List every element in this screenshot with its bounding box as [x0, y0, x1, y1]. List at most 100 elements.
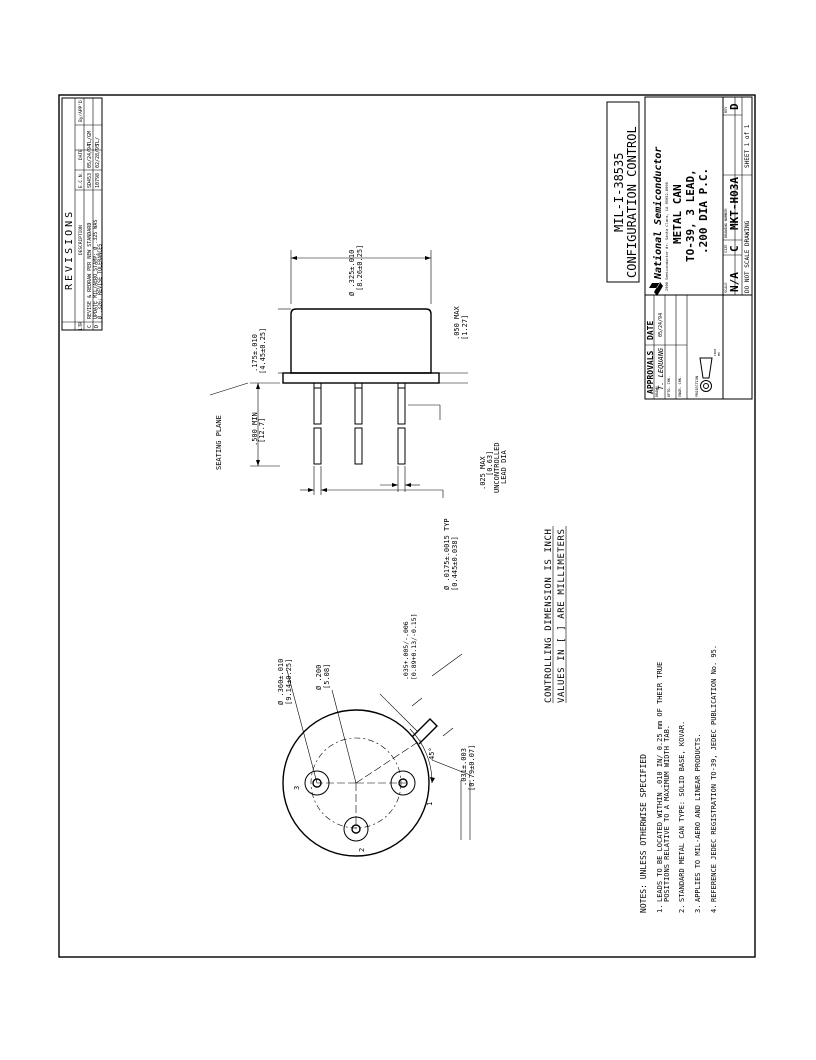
lead-zone-2: [0.63] — [486, 451, 494, 476]
rev-row-d-description-1: UPDATE MIL/AERO STAMP; Ø .325 WAS — [92, 220, 99, 319]
orientation-tab — [411, 718, 438, 745]
note-1-line-2: POSITIONS RELATIVE TO A MAXIMUM WIDTH TA… — [663, 725, 671, 902]
rev-label: REV — [724, 106, 728, 113]
engr-chk-label: ENGR. CHK. — [678, 376, 682, 397]
rev-row-c-ecn: SD453 — [87, 173, 93, 188]
lead-zone-4: LEAD DIA — [500, 449, 508, 484]
rev-header-byappd: By/APP'D — [78, 100, 84, 122]
note-3-number: 3. — [694, 905, 702, 913]
rev-row-c-byappd: TL/GM — [87, 131, 93, 146]
company-logo — [649, 282, 663, 296]
pc-dia-dim-mm: [5.08] — [323, 664, 331, 689]
cap-height-dim-mm: [4.45±0.25] — [259, 328, 267, 374]
rev-row-d-description-2: Ø .326; REVISE TOLERANCES — [97, 244, 104, 319]
date-header: DATE — [646, 321, 655, 340]
leads — [313, 383, 406, 465]
drawn-label: DRAWN — [655, 386, 659, 397]
drawn-date: 05/24/94 — [658, 313, 664, 337]
do-not-scale: DO NOT SCALE DRAWING — [744, 220, 751, 293]
drawing-title-1: METAL CAN — [671, 184, 684, 244]
approvals-label: APPROVALS — [646, 350, 655, 394]
pin-1-label: 1 — [426, 802, 434, 806]
notes-heading: NOTES: UNLESS OTHERWISE SPECIFIED — [639, 754, 648, 913]
title-block: APPROVALS DATE DRAWN T. LEQUANG 05/24/94… — [644, 96, 753, 400]
note-1-line-1: LEADS TO BE LOCATED WITHIN .010 IN/ 0.25… — [656, 662, 664, 902]
sheet-border — [58, 94, 756, 958]
rev-header-ecn: E.C.N. — [78, 172, 84, 188]
note-2-number: 2. — [678, 905, 686, 913]
rev-row-c-description: REVISE & REDRAW PER NEW STANDARD — [87, 223, 93, 319]
lead-dia-dim: Ø .0175±.0015 TYP — [443, 518, 451, 590]
note-1-number: 1. — [656, 905, 664, 913]
scale-value: N/A — [728, 272, 741, 292]
flange-dia-dim-mm: [9.14±0.25] — [285, 659, 293, 705]
lead-zone-3: UNCONTROLLED — [493, 442, 501, 493]
flange-dim-mm: [1.27] — [461, 315, 469, 340]
rev-row-c-date: 05/24/94 — [87, 144, 93, 168]
rev-header-description: DESCRIPTION — [78, 225, 84, 255]
rev-value: D — [728, 103, 741, 110]
tab-len-dim: .031±.003 — [460, 748, 468, 786]
controlling-line-2: VALUES IN [ ] ARE MILLIMETERS — [557, 528, 567, 703]
drawing-number-label: DRAWING NUMBER — [724, 208, 728, 238]
pin-3-label: 3 — [293, 786, 301, 790]
mil-stamp: MIL-I-38535 CONFIGURATION CONTROL — [606, 101, 640, 283]
cap-height-dim: .175±.010 — [251, 334, 259, 372]
projection-label: PROJECTION — [695, 376, 699, 397]
seating-plane-label: SEATING PLANE — [215, 415, 223, 470]
rev-row-c-ltr: C — [87, 325, 93, 328]
tab-len-dim-mm: [0.79±0.07] — [468, 745, 476, 791]
pin-2-label: 2 — [358, 848, 366, 852]
rev-header-ltr: LTR — [78, 322, 84, 330]
flange-circle — [282, 709, 430, 857]
projection-symbol: PROJECTION INCH MM — [695, 349, 721, 397]
scale-label: SCALE — [724, 282, 728, 293]
revisions-title: REVISIONS — [64, 209, 75, 290]
pc-dia-dim: Ø .200 — [315, 665, 323, 690]
can-flange — [282, 372, 440, 384]
angle-label: 45° — [428, 747, 436, 760]
lead-dia-dim-mm: [0.445±0.038] — [451, 536, 459, 591]
notes: NOTES: UNLESS OTHERWISE SPECIFIED 1. LEA… — [639, 645, 718, 913]
note-4-line-1: REFERENCE JEDEC REGISTRATION TO-39, JEDE… — [710, 645, 718, 902]
tab-width-dim-mm: [0.89+0.13/-0.15] — [410, 613, 418, 680]
rev-row-d-ecn: 10798 — [95, 173, 101, 188]
size-value: C — [728, 245, 741, 252]
lead-length-dim: .500 MIN — [251, 412, 259, 446]
stamp-line-1: MIL-I-38535 — [612, 153, 626, 232]
body-dia-dim: Ø .325±.010 — [348, 250, 356, 296]
mm-label: MM — [717, 352, 721, 356]
inch-label: INCH — [713, 349, 717, 356]
flange-dia-dim: Ø .360±.010 — [277, 659, 285, 705]
drawing-number: MKT-H03A — [728, 177, 741, 230]
drawing-title-2: TO-39, 3 LEAD, — [684, 169, 697, 262]
can-body — [290, 308, 432, 374]
size-label: SIZE — [724, 245, 728, 253]
rev-header-date: DATE — [78, 149, 84, 160]
lead-length-dim-mm: [12.7] — [258, 418, 266, 443]
rev-row-d-ltr: D — [94, 325, 100, 328]
flange-dim: .050 MAX — [453, 305, 461, 340]
drawing-title-3: .200 DIA P.C. — [697, 168, 710, 254]
rev-row-d-date: 02/28/95 — [95, 144, 101, 168]
stamp-line-2: CONFIGURATION CONTROL — [625, 126, 639, 278]
bottom-view: 1 2 3 45° Ø .360±.010 [9.14±0.25] Ø .200… — [277, 613, 476, 857]
revisions-table-block: REVISIONS LTR DESCRIPTION E.C.N. DATE By… — [61, 97, 104, 331]
tab-width-dim: .035+.005/-.006 — [402, 621, 410, 680]
side-view: SEATING PLANE .500 MIN [12.7] .175±.010 … — [209, 245, 508, 591]
controlling-dimension-note: CONTROLLING DIMENSION IS INCH VALUES IN … — [544, 526, 567, 703]
note-3-line-1: APPLIES TO MIL-AERO AND LINEAR PRODUCTS. — [694, 733, 702, 902]
company-name: National Semiconductor — [652, 147, 664, 280]
note-4-number: 4. — [710, 905, 718, 913]
sheet-number: SHEET 1 of 1 — [744, 124, 751, 168]
controlling-line-1: CONTROLLING DIMENSION IS INCH — [544, 528, 554, 703]
rev-row-d-byappd: TL/ — [95, 137, 101, 146]
company-address: 2900 Semiconductor dr. Santa Clara, CA 9… — [665, 182, 669, 291]
dftg-chk-label: DFTG. CHK. — [667, 376, 671, 397]
lead-zone-1: .025 MAX — [479, 455, 487, 490]
body-dia-dim-mm: [8.26±0.25] — [356, 245, 364, 291]
note-2-line-1: STANDARD METAL CAN TYPE: SOLID BASE, KOV… — [678, 721, 686, 902]
drawn-name: T. LEQUANG — [657, 347, 665, 390]
